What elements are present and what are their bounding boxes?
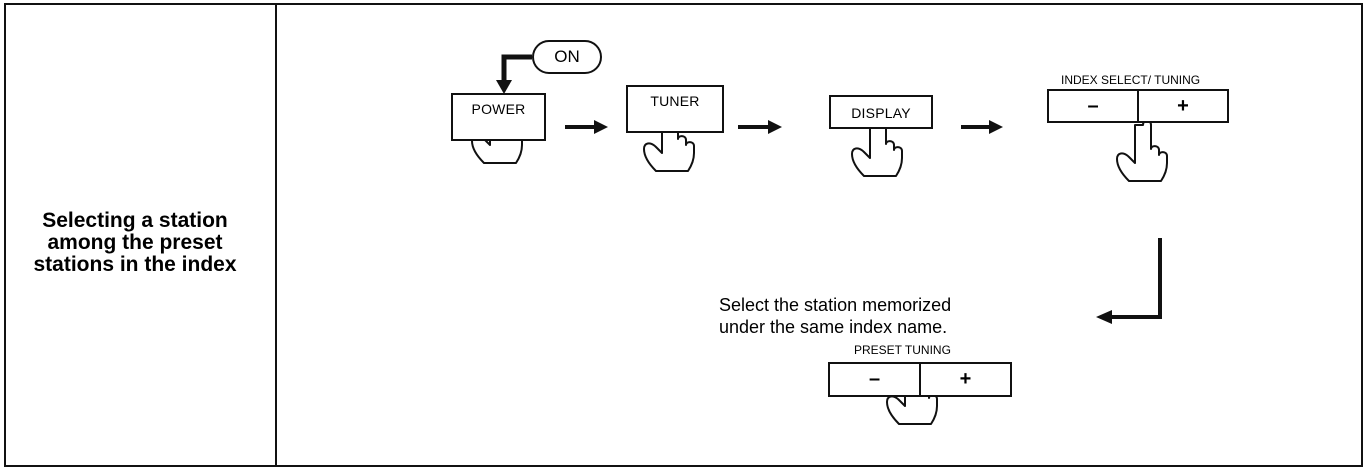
column-divider <box>275 5 277 465</box>
arrow-display-to-index <box>961 120 1003 134</box>
on-badge: ON <box>532 40 602 74</box>
instruction-table <box>4 3 1363 467</box>
arrow-power-to-tuner <box>565 120 608 134</box>
note-line-2: under the same index name. <box>719 317 948 337</box>
preset-tuning-minus-button[interactable]: – <box>868 368 881 390</box>
arrow-index-to-preset <box>1096 238 1162 324</box>
note-line-1: Select the station memorized <box>719 295 952 315</box>
arrow-tuner-to-display <box>738 120 782 134</box>
title-line-1: Selecting a station <box>42 209 228 232</box>
title-line-3: stations in the index <box>33 253 237 276</box>
hand-icon-index <box>1116 119 1168 182</box>
display-button[interactable]: DISPLAY <box>829 95 933 129</box>
preset-tuning-label: PRESET TUNING <box>854 343 951 357</box>
index-select-label: INDEX SELECT/ TUNING <box>1061 73 1201 87</box>
index-select-minus-button[interactable]: – <box>1087 95 1099 117</box>
power-button-label: POWER <box>471 101 526 117</box>
section-title: Selecting a station among the preset sta… <box>10 210 260 276</box>
preset-tuning-plus-button[interactable]: + <box>919 364 1010 395</box>
display-button-label: DISPLAY <box>851 105 911 121</box>
index-select-control: – + <box>1047 89 1229 123</box>
power-button[interactable]: POWER <box>451 93 546 141</box>
on-connector-arrow <box>496 54 532 94</box>
preset-tuning-control: – + <box>828 362 1012 397</box>
tuner-button[interactable]: TUNER <box>626 85 724 133</box>
tuner-button-label: TUNER <box>650 93 700 109</box>
index-select-plus-button[interactable]: + <box>1137 91 1227 121</box>
instruction-note: Select the station memorized under the s… <box>719 294 951 338</box>
title-line-2: among the preset <box>47 231 223 254</box>
